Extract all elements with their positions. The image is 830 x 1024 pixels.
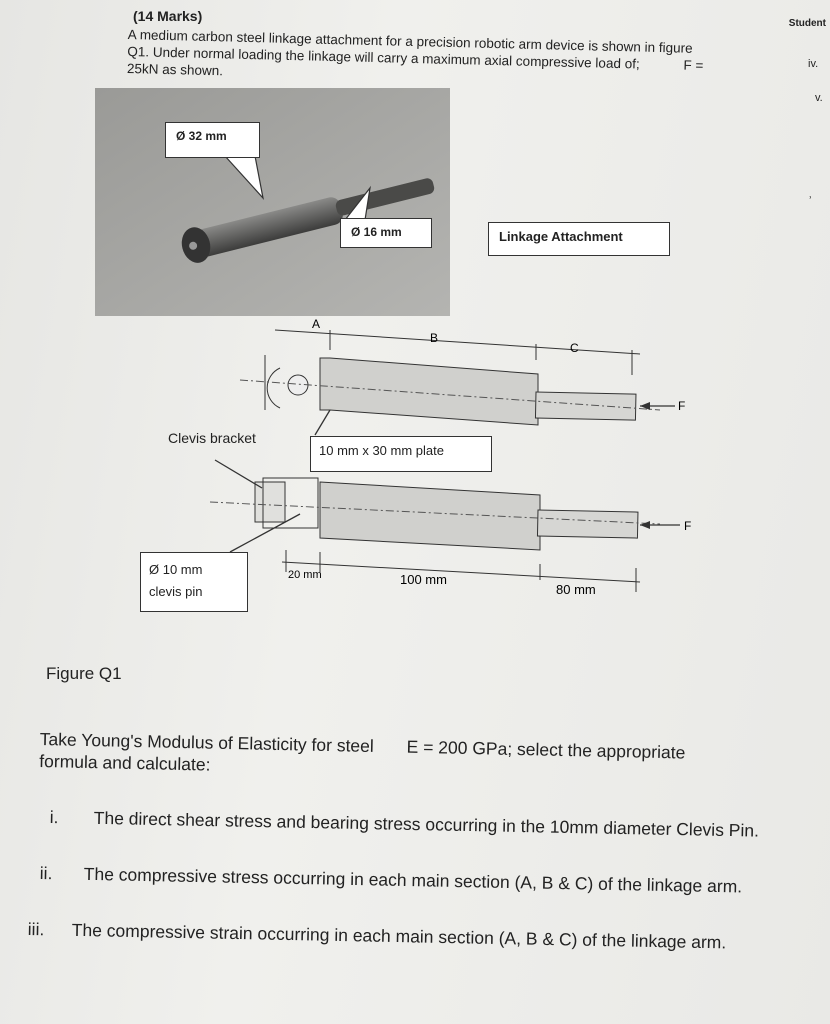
youngs-text-3: formula and calculate: (39, 750, 211, 775)
callout-diameter-32: Ø 32 mm (165, 122, 260, 158)
dimension-line-top (274, 329, 641, 355)
pin-name: clevis pin (149, 584, 203, 599)
dimension-a: 20 mm (288, 569, 322, 581)
youngs-text-2: E = 200 GPa; select the appropriate (406, 736, 686, 763)
question-iii-number: iii. (27, 918, 45, 940)
clevis-pin-callout: Ø 10 mm clevis pin (140, 552, 248, 612)
top-centerline (239, 379, 661, 411)
bottom-section-b (319, 481, 541, 551)
question-ii-number: ii. (39, 862, 53, 884)
label-c: C (570, 341, 579, 355)
callout-linkage-attachment: Linkage Attachment (488, 222, 670, 256)
figure-caption: Figure Q1 (46, 664, 122, 683)
plate-callout: 10 mm x 30 mm plate (310, 436, 492, 472)
question-iii: iii. The compressive strain occurring in… (28, 918, 758, 954)
top-section-b (319, 357, 539, 426)
bottom-section-c (536, 509, 639, 539)
linkage-technical-drawing: A B C F F 20 mm 100 mm 80 mm (209, 317, 691, 597)
force-label-top: F (678, 399, 685, 413)
top-eye-outline (266, 367, 281, 409)
force-label-bottom: F (684, 519, 691, 533)
question-iii-text: The compressive strain occurring in each… (71, 919, 727, 953)
question-ii: ii. The compressive stress occurring in … (40, 862, 770, 898)
bottom-centerline (209, 501, 661, 525)
bottom-clevis-frame (262, 477, 319, 529)
dimension-b: 100 mm (400, 572, 447, 587)
force-arrowhead-bottom (640, 521, 650, 529)
label-a: A (312, 317, 320, 331)
question-i-text: The direct shear stress and bearing stre… (93, 807, 760, 841)
bottom-clevis-bracket (254, 481, 286, 523)
clevis-pin-leader (229, 513, 301, 553)
question-i-number: i. (49, 806, 59, 828)
clevis-bracket-label: Clevis bracket (168, 430, 256, 446)
top-section-c (534, 391, 637, 421)
linkage-photo (95, 88, 450, 316)
margin-mark: ˒ (808, 186, 813, 202)
dimension-c: 80 mm (556, 582, 596, 597)
pin-diameter: Ø 10 mm (149, 562, 203, 577)
intro-paragraph: A medium carbon steel linkage attachment… (127, 26, 718, 91)
student-margin-label: Student (788, 18, 826, 29)
question-ii-text: The compressive stress occurring in each… (83, 863, 743, 897)
youngs-modulus-instruction: Take Young's Modulus of Elasticity for s… (39, 728, 800, 788)
margin-roman-iv: iv. (808, 58, 819, 70)
question-i: i. The direct shear stress and bearing s… (50, 806, 780, 842)
marks-label: (14 Marks) (133, 8, 203, 24)
callout-diameter-16: Ø 16 mm (340, 218, 432, 248)
force-arrowhead-top (640, 402, 650, 410)
plate-leader (314, 409, 331, 436)
clevis-bracket-leader (214, 459, 263, 489)
dimension-line-bottom (281, 561, 641, 583)
label-b: B (430, 331, 438, 345)
linkage-photo-drawing (95, 88, 450, 316)
margin-roman-v: v. (815, 92, 823, 104)
